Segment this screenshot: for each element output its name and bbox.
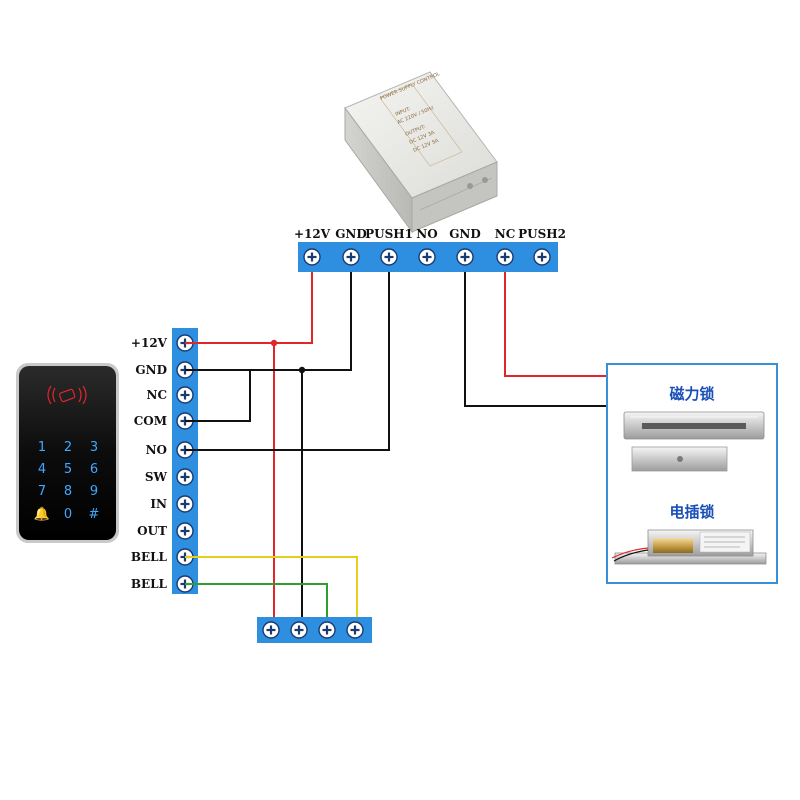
reader-terminal-label: NO xyxy=(146,443,167,457)
psu-label-line: INPUT: xyxy=(394,106,411,118)
terminal-screw-icon xyxy=(418,248,436,266)
terminal-screw-icon xyxy=(176,468,194,486)
terminal-screw-icon xyxy=(496,248,514,266)
wire-gnd-com xyxy=(185,370,251,422)
reader-terminal-label: NC xyxy=(146,388,167,402)
keypad-key: 7 xyxy=(38,484,46,499)
terminal-screw-icon xyxy=(318,621,336,639)
electric-bolt-label: 电插锁 xyxy=(669,503,714,521)
keypad-key: 5 xyxy=(64,462,72,477)
keypad-reader: 1 2 3 4 5 6 7 8 9 🔔 0 # xyxy=(16,363,119,543)
keypad-key: 0 xyxy=(64,507,72,522)
wire-nc-lock xyxy=(504,272,608,377)
wire-gnd xyxy=(185,272,352,371)
psu-terminal-label: GND xyxy=(335,227,367,241)
wire-junction-12v xyxy=(270,339,278,347)
keypad-key: 1 xyxy=(38,440,46,455)
psu-terminal-label: +12V xyxy=(294,227,331,241)
psu-terminal-label: GND xyxy=(449,227,481,241)
keypad-key: 2 xyxy=(64,440,72,455)
terminal-screw-icon xyxy=(380,248,398,266)
reader-terminal-label: +12V xyxy=(131,336,168,350)
electric-bolt-image xyxy=(611,529,767,565)
reader-terminal-label: COM xyxy=(134,414,167,428)
terminal-screw-icon xyxy=(176,495,194,513)
magnetic-lock-label: 磁力锁 xyxy=(669,385,714,403)
reader-terminal-label: BELL xyxy=(131,577,168,591)
keypad-key: 4 xyxy=(38,462,46,477)
wire-gnd-lock xyxy=(464,272,608,407)
terminal-screw-icon xyxy=(176,386,194,404)
terminal-screw-icon xyxy=(303,248,321,266)
keypad-key: # xyxy=(89,507,100,522)
lock-panel: 磁力锁 电插锁 xyxy=(606,363,778,584)
keypad-key: 8 xyxy=(64,484,72,499)
wires xyxy=(185,272,608,617)
terminal-screw-icon xyxy=(533,248,551,266)
wire-bell-green xyxy=(185,583,328,617)
rfid-icon xyxy=(47,385,87,405)
terminal-screw-icon xyxy=(342,248,360,266)
wire-12v xyxy=(185,272,313,344)
psu-terminal-label: PUSH1 xyxy=(365,227,413,241)
keypad-key: 3 xyxy=(90,440,98,455)
reader-terminal-label: OUT xyxy=(137,524,167,538)
reader-terminal-label: GND xyxy=(135,363,167,377)
wire-push1-no xyxy=(185,272,390,451)
psu-terminal-label: PUSH2 xyxy=(518,227,566,241)
terminal-screw-icon xyxy=(456,248,474,266)
terminal-screw-icon xyxy=(262,621,280,639)
keypad-key: 6 xyxy=(90,462,98,477)
reader-terminal-label: SW xyxy=(145,470,168,484)
psu-terminal-label: NO xyxy=(416,227,437,241)
keypad-key: 🔔 xyxy=(34,506,50,522)
reader-terminal-label: BELL xyxy=(131,550,168,564)
bell-terminal-block xyxy=(257,617,372,643)
psu-terminal-label: NC xyxy=(495,227,516,241)
wire-junction-gnd xyxy=(298,366,306,374)
reader-terminal-label: IN xyxy=(150,497,167,511)
terminal-screw-icon xyxy=(290,621,308,639)
reader-terminal-block: +12V GND NC COM NO SW IN OUT BELL BELL xyxy=(131,328,198,594)
terminal-screw-icon xyxy=(346,621,364,639)
power-supply-unit: POWER SUPPLY CONTROL INPUT: AC 220V / 50… xyxy=(344,71,498,234)
magnetic-lock-image xyxy=(623,411,765,472)
keypad-key: 9 xyxy=(90,484,98,499)
terminal-screw-icon xyxy=(176,522,194,540)
wire-bell-yellow xyxy=(185,556,358,617)
